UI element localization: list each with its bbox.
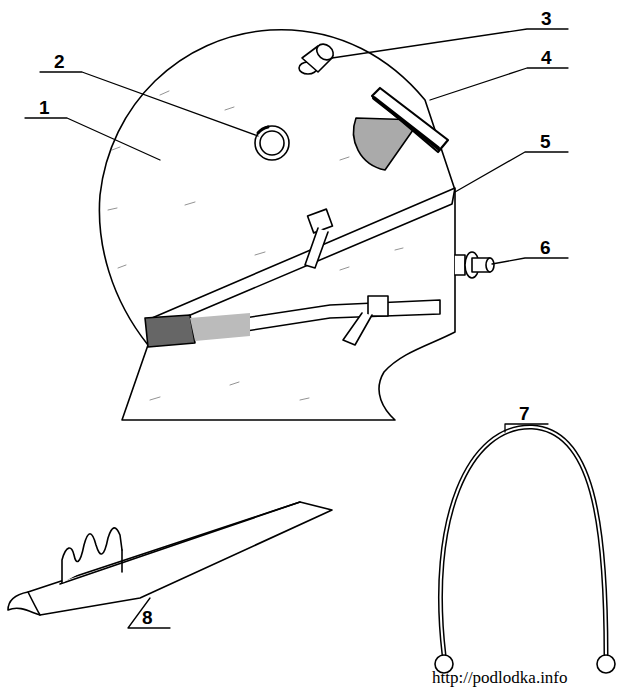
trough-tool xyxy=(8,502,332,615)
callout-number: 2 xyxy=(54,52,65,71)
callout-number: 6 xyxy=(540,238,551,257)
side-knob xyxy=(455,252,494,278)
callout-number: 5 xyxy=(540,132,551,151)
callout-number: 4 xyxy=(541,48,552,67)
callout-number: 7 xyxy=(519,404,530,423)
callout-number: 1 xyxy=(39,98,50,117)
hose xyxy=(435,427,615,673)
top-knob xyxy=(299,41,336,74)
eyepiece xyxy=(255,126,289,160)
callout-number: 3 xyxy=(541,9,552,28)
valve xyxy=(354,88,448,170)
leader-lines xyxy=(25,29,568,628)
helmet-outline xyxy=(99,30,455,420)
head-straps xyxy=(145,188,455,347)
watermark: http://podlodka.info xyxy=(432,669,568,686)
callout-number: 8 xyxy=(142,608,153,627)
